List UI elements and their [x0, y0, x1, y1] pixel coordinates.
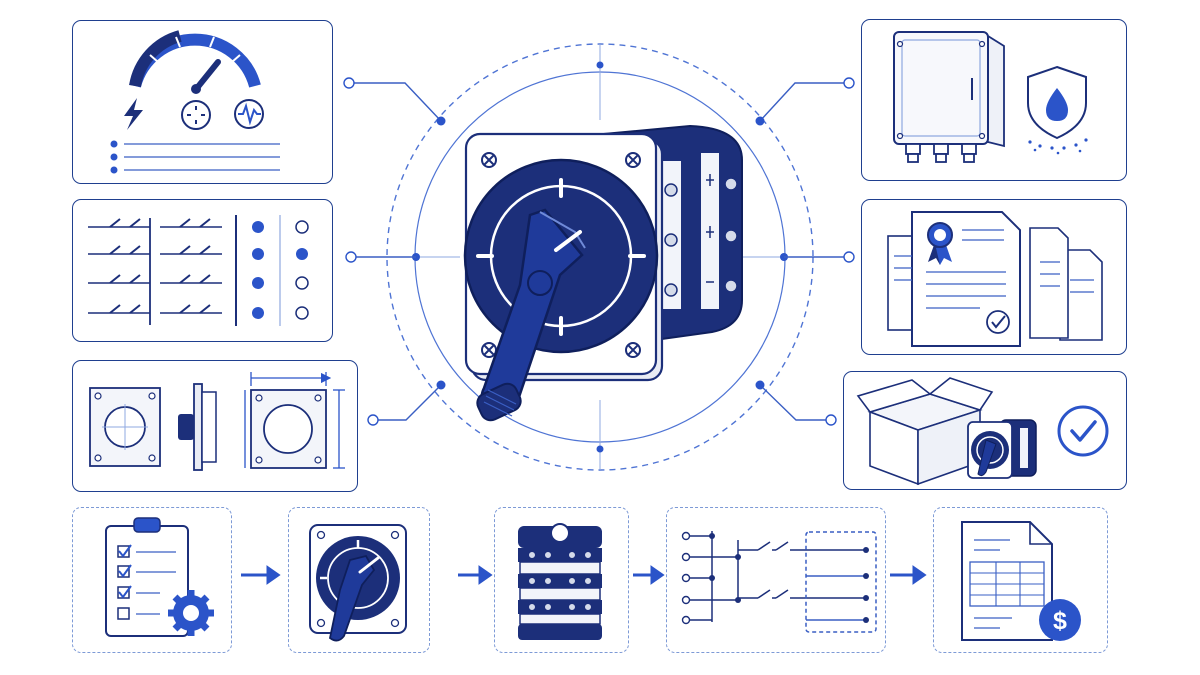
certification-documents-panel — [861, 199, 1127, 355]
selector-handle-icon — [476, 208, 586, 422]
mounting-plate-icon — [464, 132, 664, 382]
switching-diagram-panel — [72, 199, 333, 342]
mounting-dimensions-panel — [72, 360, 358, 492]
contact-stack-step — [494, 507, 629, 653]
requirements-checklist-step — [72, 507, 232, 653]
hub-rings — [386, 43, 814, 471]
connector-nodes — [343, 77, 855, 426]
electrical-ratings-panel — [72, 20, 333, 184]
handle-selection-step — [288, 507, 430, 653]
quotation-step — [933, 507, 1108, 653]
rotary-cam-switch-icon — [463, 124, 743, 422]
contact-deck-icon — [558, 124, 743, 344]
packaging-delivery-panel — [843, 371, 1127, 490]
connector-lines — [349, 82, 849, 421]
wiring-diagram-step — [666, 507, 886, 653]
enclosure-protection-panel — [861, 19, 1127, 181]
